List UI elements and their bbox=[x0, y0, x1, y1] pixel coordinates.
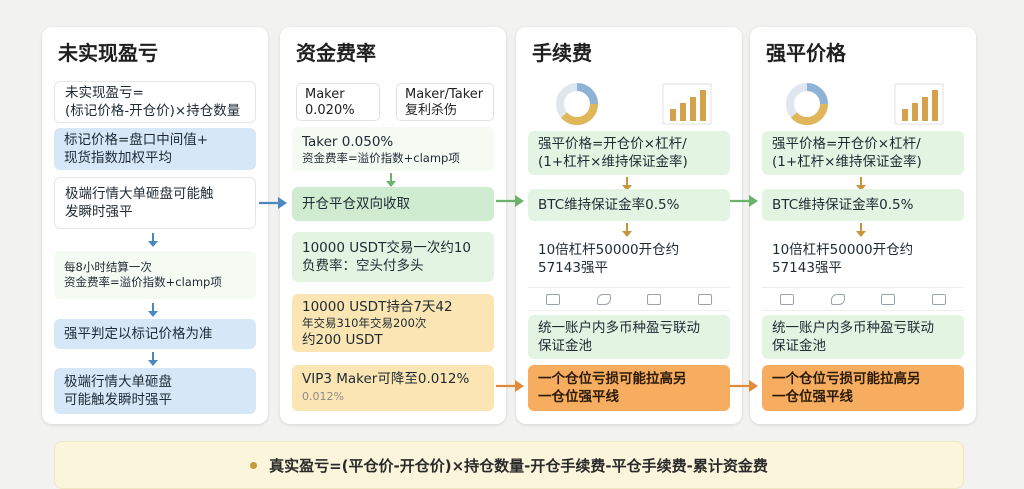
document-icon bbox=[546, 293, 561, 305]
bar-chart-icon bbox=[662, 83, 712, 125]
holding-cost-box: 10000 USDT持合7天42 年交易310年交易200次 约200 USDT bbox=[292, 294, 494, 352]
down-arrow-icon bbox=[148, 303, 158, 317]
right-arrow-icon bbox=[730, 195, 758, 207]
unified-account-box: 统一账户内多币种盈亏联动 保证金池 bbox=[762, 315, 964, 359]
leverage-example-box: 10倍杠杆50000开仓约 57143强平 bbox=[762, 237, 964, 281]
down-arrow-icon bbox=[148, 352, 158, 366]
column-title: 资金费率 bbox=[296, 41, 376, 65]
down-arrow-icon bbox=[622, 177, 632, 191]
small-icon-row bbox=[528, 287, 730, 311]
extreme-risk-box: 极端行情大单砸盘 可能触发瞬时强平 bbox=[54, 368, 256, 414]
column-unrealized-pnl: 未实现盈亏 未实现盈亏= (标记价格-开仓价)×持仓数量 标记价格=盘口中间值+… bbox=[42, 27, 268, 424]
down-arrow-icon bbox=[148, 233, 158, 247]
column-title: 未实现盈亏 bbox=[58, 41, 158, 65]
liquidation-rule-box: 强平判定以标记价格为准 bbox=[54, 319, 256, 349]
cross-liquidation-box: 一个仓位亏损可能拉高另 一仓位强平线 bbox=[762, 365, 964, 411]
fee-example-box: 10000 USDT交易一次约10 负费率：空头付多头 bbox=[292, 232, 494, 282]
down-arrow-icon bbox=[622, 223, 632, 237]
check-mail-icon bbox=[931, 293, 946, 305]
down-arrow-icon bbox=[386, 173, 396, 187]
right-arrow-icon bbox=[259, 197, 287, 209]
column-title: 强平价格 bbox=[766, 41, 846, 65]
maker-taker-box: Maker/Taker 复利杀伤 bbox=[396, 83, 494, 121]
column-funding-rate: 资金费率 Maker 0.020% Maker/Taker 复利杀伤 Taker… bbox=[280, 27, 506, 424]
donut-chart-icon bbox=[556, 83, 599, 126]
summary-formula-banner: 真实盈亏=(平仓价-开仓价)×持仓数量-开仓手续费-平仓手续费-累计资金费 bbox=[54, 441, 964, 489]
liquidation-formula-box: 强平价格=开仓价×杠杆/ (1+杠杆×维持保证金率) bbox=[528, 131, 730, 175]
right-arrow-icon bbox=[496, 380, 524, 392]
mail-icon bbox=[881, 293, 896, 305]
check-mail-icon bbox=[697, 293, 712, 305]
right-arrow-icon bbox=[730, 380, 758, 392]
risk-box: 极端行情大单砸盘可能触 发瞬时强平 bbox=[54, 177, 256, 229]
maker-rate-box: Maker 0.020% bbox=[296, 83, 380, 121]
column-liquidation-price: 强平价格 强平价格=开仓价×杠杆/ (1+杠杆×维持保证金率) BTC维持保证金… bbox=[750, 27, 976, 424]
down-arrow-icon bbox=[856, 223, 866, 237]
donut-chart-icon bbox=[786, 83, 829, 126]
leverage-example-box: 10倍杠杆50000开仓约 57143强平 bbox=[528, 237, 730, 281]
cross-liquidation-box: 一个仓位亏损可能拉高另 一仓位强平线 bbox=[528, 365, 730, 411]
maintenance-margin-box: BTC维持保证金率0.5% bbox=[762, 189, 964, 221]
column-trading-fee: 手续费 强平价格=开仓价×杠杆/ (1+杠杆×维持保证金率) BTC维持保证金率… bbox=[516, 27, 742, 424]
document-icon bbox=[780, 293, 795, 305]
formula-box: 未实现盈亏= (标记价格-开仓价)×持仓数量 bbox=[54, 81, 256, 123]
two-way-fee-box: 开仓平仓双向收取 bbox=[292, 187, 494, 221]
vip-rate-box: VIP3 Maker可降至0.012% 0.012% bbox=[292, 365, 494, 411]
liquidation-formula-box: 强平价格=开仓价×杠杆/ (1+杠杆×维持保证金率) bbox=[762, 131, 964, 175]
summary-formula: 真实盈亏=(平仓价-开仓价)×持仓数量-开仓手续费-平仓手续费-累计资金费 bbox=[269, 456, 768, 475]
bar-chart-icon bbox=[894, 83, 944, 125]
mark-price-box: 标记价格=盘口中间值+ 现货指数加权平均 bbox=[54, 128, 256, 170]
maintenance-margin-box: BTC维持保证金率0.5% bbox=[528, 189, 730, 221]
taker-rate-box: Taker 0.050% 资金费率=溢价指数+clamp项 bbox=[292, 127, 494, 171]
bullet-dot-icon bbox=[250, 461, 258, 469]
right-arrow-icon bbox=[496, 195, 524, 207]
small-icon-row bbox=[762, 287, 964, 311]
unified-account-box: 统一账户内多币种盈亏联动 保证金池 bbox=[528, 315, 730, 359]
chat-icon bbox=[596, 293, 611, 305]
column-title: 手续费 bbox=[532, 41, 592, 65]
down-arrow-icon bbox=[856, 177, 866, 191]
mail-icon bbox=[647, 293, 662, 305]
chat-icon bbox=[830, 293, 845, 305]
settlement-box: 每8小时结算一次 资金费率=溢价指数+clamp项 bbox=[54, 251, 256, 299]
